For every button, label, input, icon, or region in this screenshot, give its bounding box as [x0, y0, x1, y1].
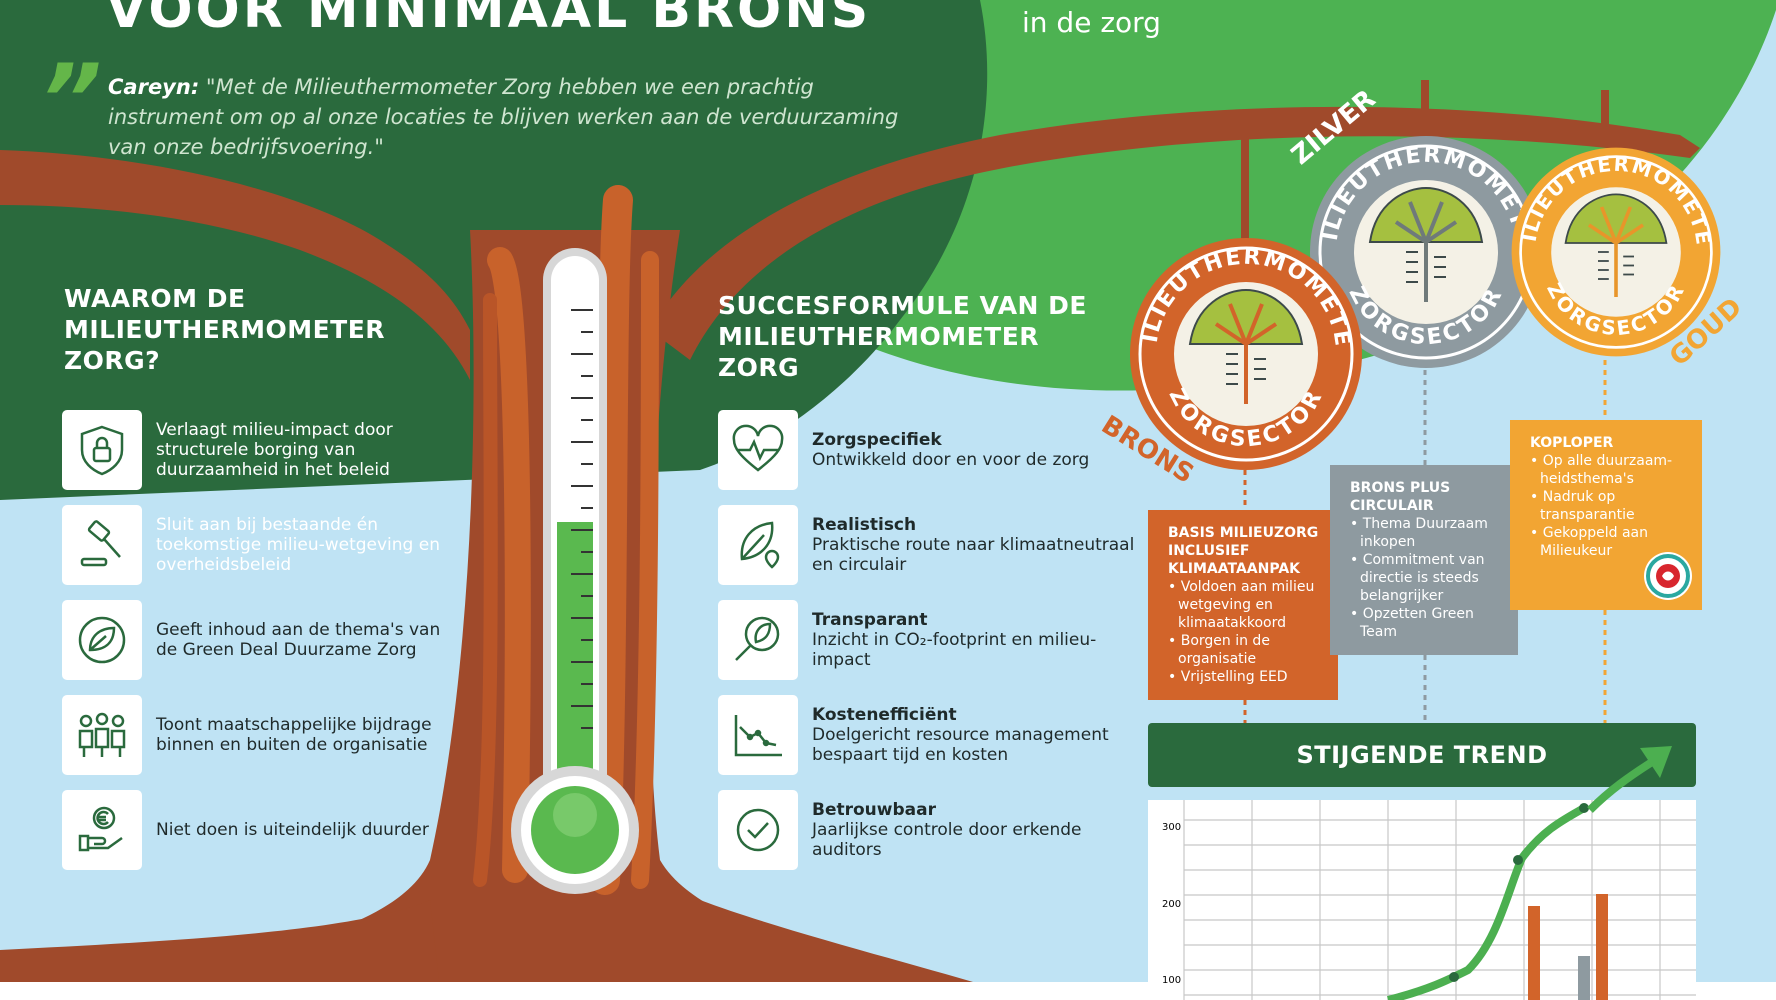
- success-item-text: Doelgericht resource management bespaart…: [812, 725, 1109, 765]
- success-item-text: Jaarlijkse controle door erkende auditor…: [812, 820, 1082, 860]
- y-tick-label: 300: [1162, 822, 1181, 833]
- level-bullet: Op alle duurzaam-heidsthema's: [1540, 452, 1688, 488]
- check-circle-icon: [718, 790, 798, 870]
- line-chart-icon: [718, 695, 798, 775]
- level-box-brons: BASIS MILIEUZORG INCLUSIEF KLIMAATAANPAK…: [1148, 510, 1338, 700]
- success-heading: SUCCESFORMULE VAN DE MILIEUTHERMOMETER Z…: [718, 291, 1088, 382]
- level-bullet: Nadruk op transparantie: [1540, 488, 1688, 524]
- heart-pulse-icon: [718, 410, 798, 490]
- trend-arrow-icon: [1587, 746, 1672, 813]
- quote-mark-icon: ”: [40, 44, 102, 156]
- list-item: Geeft inhoud aan de thema's van de Green…: [62, 600, 462, 680]
- gavel-icon: [62, 505, 142, 585]
- trend-chart: 300 200 100: [1148, 800, 1696, 1000]
- list-item: Sluit aan bij bestaande én toekomstige m…: [62, 505, 462, 585]
- badge-brons: MILIEUTHERMOMETER ZORGSECTOR: [1126, 234, 1362, 470]
- y-tick-label: 100: [1162, 975, 1181, 986]
- trend-header: STIJGENDE TREND: [1148, 723, 1696, 787]
- leaf-pin-icon: [718, 505, 798, 585]
- success-item-title: Transparant: [812, 610, 928, 630]
- magnifier-leaf-icon: [718, 600, 798, 680]
- level-bullet: Commitment van directie is steeds belang…: [1360, 551, 1504, 605]
- list-item: Niet doen is uiteindelijk duurder: [62, 790, 462, 870]
- why-item-text: Toont maatschappelijke bijdrage binnen e…: [156, 715, 432, 755]
- thermometer-graphic: [511, 248, 639, 894]
- why-list: Verlaagt milieu-impact door structurele …: [62, 410, 462, 870]
- people-icon: [62, 695, 142, 775]
- success-item-title: Realistisch: [812, 515, 917, 535]
- leaf-circle-icon: [62, 600, 142, 680]
- success-item-title: Kostenefficiënt: [812, 705, 957, 725]
- success-item-title: Betrouwbaar: [812, 800, 936, 820]
- list-item: Toont maatschappelijke bijdrage binnen e…: [62, 695, 462, 775]
- level-title: BASIS MILIEUZORG INCLUSIEF KLIMAATAANPAK: [1168, 525, 1319, 577]
- level-title: KOPLOPER: [1530, 435, 1614, 451]
- level-bullet: Vrijstelling EED: [1178, 668, 1324, 686]
- y-tick-label: 200: [1162, 899, 1181, 910]
- level-bullet: Thema Duurzaam inkopen: [1360, 515, 1504, 551]
- success-item-text: Ontwikkeld door en voor de zorg: [812, 450, 1090, 470]
- why-item-text: Verlaagt milieu-impact door structurele …: [156, 420, 393, 480]
- badge-zilver: MILIEUTHERMOMETER ZORGSECTOR: [1306, 132, 1542, 368]
- page-title: VOOR MINIMAAL BRONS: [106, 0, 872, 40]
- level-title: BRONS PLUS CIRCULAIR: [1350, 480, 1451, 514]
- level-box-zilver: BRONS PLUS CIRCULAIR Thema Duurzaam inko…: [1330, 465, 1518, 655]
- level-bullet: Borgen in de organisatie: [1178, 632, 1324, 668]
- why-heading: WAAROM DE MILIEUTHERMOMETER ZORG?: [64, 284, 386, 375]
- testimonial-quote: Careyn: "Met de Milieuthermometer Zorg h…: [108, 72, 908, 162]
- success-item-text: Praktische route naar klimaatneutraal en…: [812, 535, 1135, 575]
- level-bullet: Opzetten Green Team: [1360, 605, 1504, 641]
- quote-text: "Met de Milieuthermometer Zorg hebben we…: [108, 75, 899, 159]
- success-item-text: Inzicht in CO₂-footprint en milieu-impac…: [812, 630, 1097, 670]
- level-bullet: Gekoppeld aan Milieukeur: [1540, 524, 1688, 560]
- shield-lock-icon: [62, 410, 142, 490]
- level-box-goud: KOPLOPER Op alle duurzaam-heidsthema's N…: [1510, 420, 1702, 610]
- badge-goud: MILIEUTHERMOMETER ZORGSECTOR: [1508, 132, 1721, 357]
- why-item-text: Sluit aan bij bestaande én toekomstige m…: [156, 515, 440, 575]
- list-item: Verlaagt milieu-impact door structurele …: [62, 410, 462, 490]
- level-bullet: Voldoen aan milieu wetgeving en klimaata…: [1178, 578, 1324, 632]
- euro-hand-icon: [62, 790, 142, 870]
- why-item-text: Geeft inhoud aan de thema's van de Green…: [156, 620, 441, 660]
- milieukeur-logo-icon: [1644, 552, 1692, 600]
- success-item-title: Zorgspecifiek: [812, 430, 942, 450]
- quote-speaker: Careyn:: [108, 75, 200, 99]
- page-subtitle: in de zorg: [1022, 6, 1161, 39]
- why-item-text: Niet doen is uiteindelijk duurder: [156, 820, 429, 840]
